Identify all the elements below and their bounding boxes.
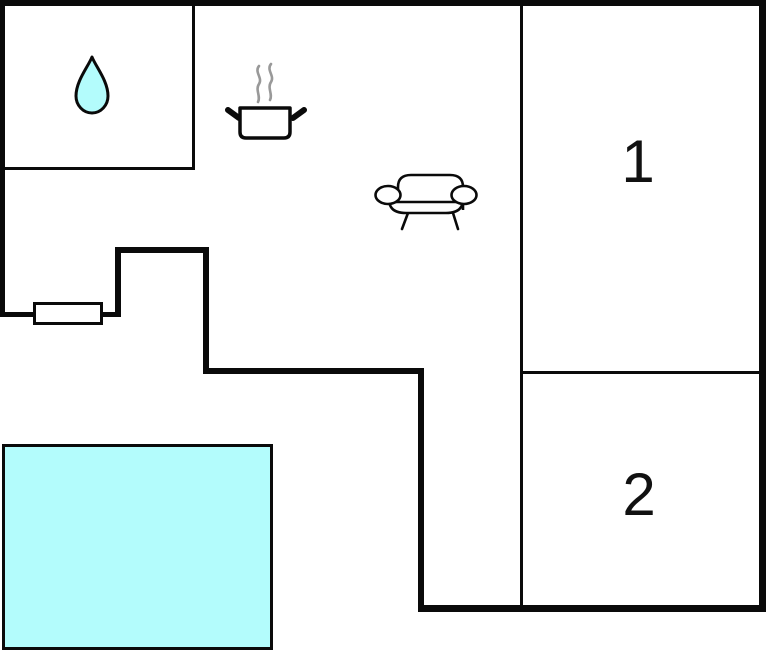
steam-line (268, 62, 274, 102)
wall-entry-vertical (115, 247, 121, 317)
radiator-icon (33, 302, 103, 325)
wall-outer-top (0, 0, 766, 6)
wall-outer-right (759, 0, 766, 612)
water-drop-icon (74, 55, 110, 115)
wall-outer-bottom (418, 605, 766, 612)
wall-bathroom-bottom (2, 167, 195, 170)
wall-hall-top (203, 368, 424, 374)
wall-hall-left (418, 368, 424, 612)
steam-line (256, 64, 262, 104)
wall-bathroom-right (192, 5, 195, 170)
wall-outer-left (0, 0, 5, 317)
room-1-label: 1 (621, 128, 655, 195)
wall-step-vertical (203, 247, 209, 374)
cooking-pot-icon (225, 62, 307, 140)
sofa-icon (374, 173, 478, 231)
wall-bedrooms-divider (520, 371, 766, 374)
wall-step-top (115, 247, 208, 253)
wall-bedrooms-left (520, 5, 523, 605)
room-2-label: 2 (622, 461, 656, 528)
pool-area (2, 444, 273, 650)
